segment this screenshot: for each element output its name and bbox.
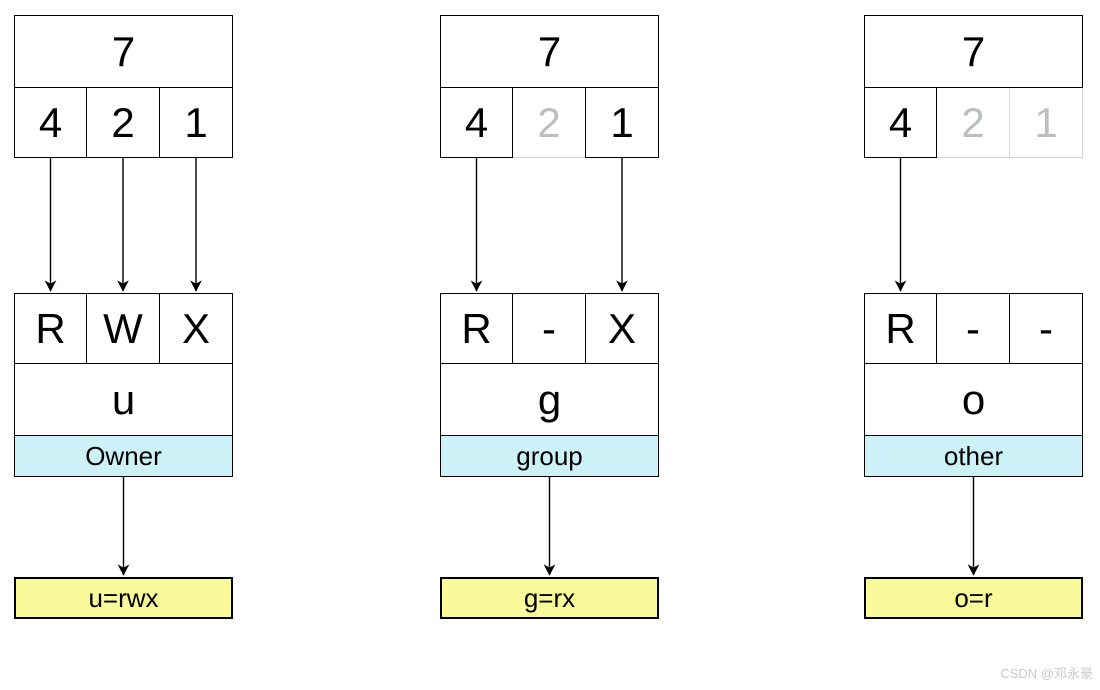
result-box: o=r (864, 577, 1083, 619)
perm-cell-x: X (585, 293, 659, 364)
digit-cell-4: 4 (440, 87, 513, 158)
perm-cell-x: X (159, 293, 233, 364)
perm-cell-r: R (14, 293, 87, 364)
digit-cell-4: 4 (864, 87, 937, 158)
class-char-box: g (440, 363, 659, 436)
digit-cell-2: 2 (86, 87, 160, 158)
digit-cell-1: 1 (585, 87, 659, 158)
perm-cell-dash: - (512, 293, 586, 364)
perm-cell-dash: - (936, 293, 1010, 364)
total-box: 7 (14, 15, 233, 88)
digit-cell-1: 1 (159, 87, 233, 158)
perm-cell-w: W (86, 293, 160, 364)
column-other: 7 4 2 1 R - - o other o=r (864, 0, 1083, 690)
csdn-watermark: CSDN @邓永豪 (1000, 666, 1093, 681)
perm-cell-r: R (864, 293, 937, 364)
total-box: 7 (440, 15, 659, 88)
column-group: 7 4 2 1 R - X g group g=rx (440, 0, 659, 690)
perm-cell-r: R (440, 293, 513, 364)
class-char-box: o (864, 363, 1083, 436)
digit-cell-1-inactive: 1 (1009, 87, 1083, 158)
class-char-box: u (14, 363, 233, 436)
owner-label-box: Owner (14, 435, 233, 477)
perm-cell-dash2: - (1009, 293, 1083, 364)
result-box: u=rwx (14, 577, 233, 619)
digit-cell-2-inactive: 2 (512, 87, 586, 158)
result-box: g=rx (440, 577, 659, 619)
group-label-box: group (440, 435, 659, 477)
digit-cell-2-inactive: 2 (936, 87, 1010, 158)
column-owner: 7 4 2 1 R W X u Owner u=rwx (14, 0, 233, 690)
total-box: 7 (864, 15, 1083, 88)
other-label-box: other (864, 435, 1083, 477)
digit-cell-4: 4 (14, 87, 87, 158)
